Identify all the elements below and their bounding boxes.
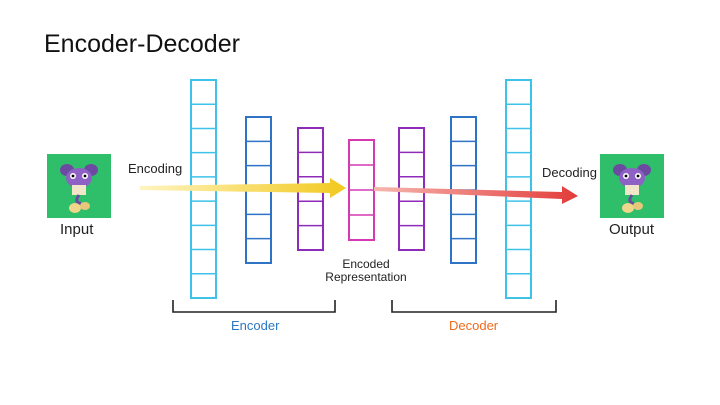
- encoder-bracket: [172, 300, 336, 313]
- layer-bottleneck: [348, 139, 375, 241]
- decoder-bracket: [391, 300, 557, 313]
- decoding-label: Decoding: [542, 165, 597, 180]
- input-label: Input: [60, 221, 94, 238]
- pokemon-sprite-icon: [60, 164, 98, 213]
- layer-frame: [505, 79, 532, 299]
- encoded-label-line1: Encoded: [342, 257, 390, 271]
- page-title: Encoder-Decoder: [44, 30, 240, 58]
- pokemon-sprite-icon: [613, 164, 651, 213]
- encoding-arrow: [140, 178, 346, 198]
- input-image: [47, 154, 111, 218]
- encoder-label: Encoder: [231, 318, 280, 333]
- encoded-label-line2: Representation: [325, 270, 407, 284]
- decoding-arrow: [374, 186, 578, 204]
- encoded-representation-label: Encoded Representation: [316, 258, 416, 284]
- encoding-label: Encoding: [128, 161, 183, 176]
- output-label: Output: [609, 221, 655, 238]
- output-image: [600, 154, 664, 218]
- layer-decoder-3: [505, 79, 532, 299]
- decoder-label: Decoder: [449, 318, 499, 333]
